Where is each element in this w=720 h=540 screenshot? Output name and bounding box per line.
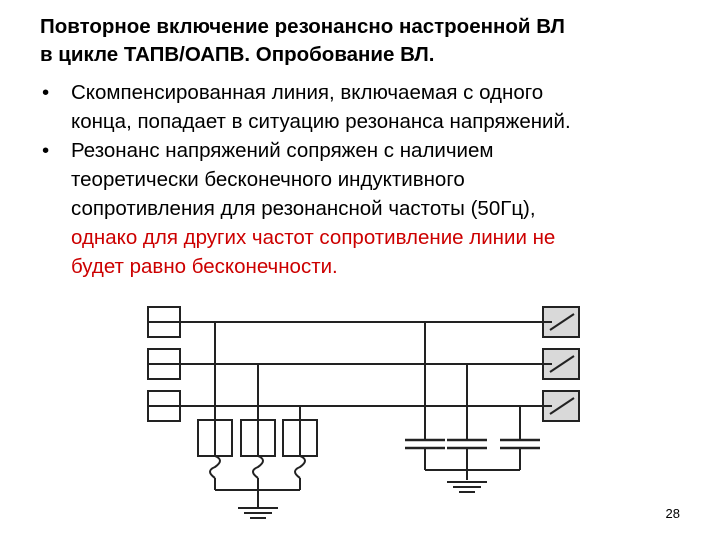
- bullet-2-red-line-2: будет равно бесконечности.: [71, 255, 338, 278]
- bullet-list: • Скомпенсированная линия, включаемая с …: [40, 78, 710, 281]
- bullet-2-line-2: теоретически бесконечного индуктивного: [71, 168, 465, 191]
- circuit-breaker-icon: [542, 306, 580, 422]
- bullet-item-1: • Скомпенсированная линия, включаемая с …: [40, 78, 710, 136]
- page-number: 28: [665, 506, 680, 521]
- title-line-2: в цикле ТАПВ/ОАПВ. Опробование ВЛ.: [40, 43, 435, 66]
- bullet-2-line-1: Резонанс напряжений сопряжен с наличием: [71, 139, 494, 162]
- bullet-item-2: • Резонанс напряжений сопряжен с наличие…: [40, 136, 710, 281]
- ground-icon: [238, 481, 487, 519]
- title-line-1: Повторное включение резонансно настроенн…: [40, 15, 565, 38]
- shunt-reactor-icon: [197, 419, 318, 457]
- bullet-1-line-1: Скомпенсированная линия, включаемая с од…: [71, 81, 544, 104]
- bullet-dot-icon: •: [42, 139, 50, 162]
- bullet-2-red-line-1: однако для других частот сопротивление л…: [71, 226, 556, 249]
- capacitor-icon: [405, 438, 540, 450]
- slide-title: Повторное включение резонансно настроенн…: [40, 13, 700, 69]
- source-block-icon: [147, 306, 181, 422]
- bullet-1-line-2: конца, попадает в ситуацию резонанса нап…: [71, 110, 571, 133]
- bullet-dot-icon: •: [42, 81, 50, 104]
- bullet-2-line-3: сопротивления для резонансной частоты (5…: [71, 197, 536, 220]
- reactor-coil-icon: [209, 455, 306, 479]
